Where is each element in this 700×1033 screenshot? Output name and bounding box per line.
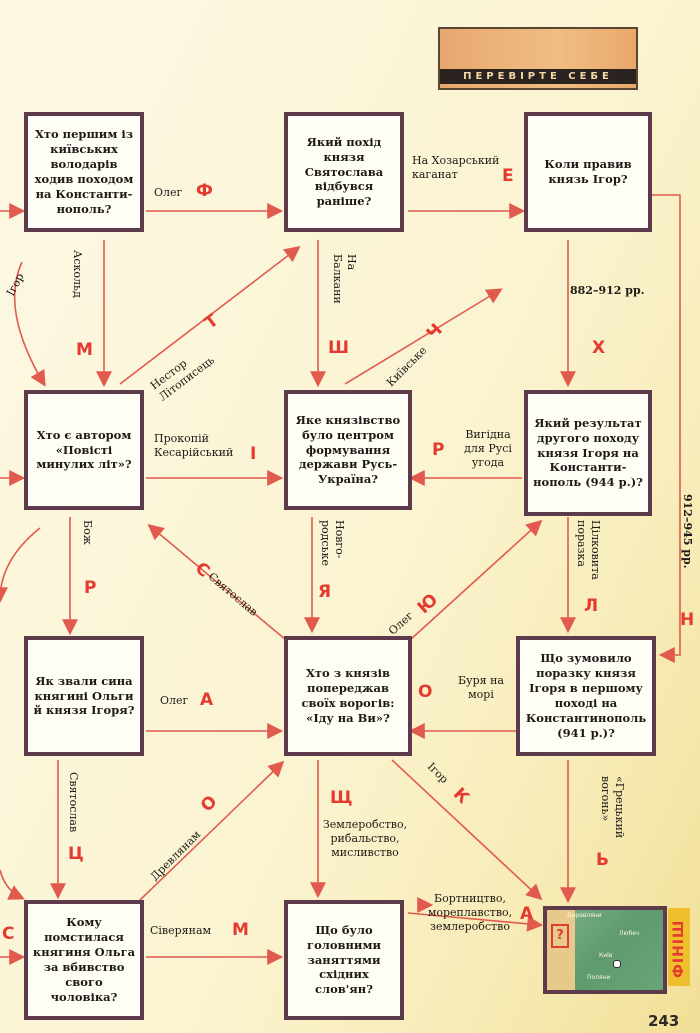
- map-label: Деревляни: [567, 912, 602, 919]
- question-box-6: Який результат другого походу князя Ігор…: [524, 390, 652, 516]
- answer-label: «Грецький вогонь»: [599, 776, 626, 839]
- question-text: Хто першим із київських володарів ходив …: [34, 127, 134, 216]
- map-label: Київ: [599, 952, 613, 959]
- arrow-q4-q2: [119, 246, 301, 385]
- answer-letter: Р: [432, 440, 445, 460]
- map-thumbnail: ? Деревляни Любеч Київ Поляни: [543, 906, 667, 994]
- answer-letter: І: [250, 444, 257, 464]
- answer-label: Бортництво, мореплавство, землеробство: [427, 892, 513, 933]
- answer-label: Новго-родське: [319, 520, 346, 566]
- question-text: Який похід князя Святослава відбувся ран…: [304, 134, 384, 209]
- answer-letter: Р: [84, 578, 97, 598]
- question-text: Що було головними заняттями східних слов…: [307, 922, 381, 997]
- answer-letter: А: [520, 904, 534, 924]
- banner-title: ПЕРЕВІРТЕ СЕБЕ: [440, 69, 636, 84]
- answer-letter: Е: [502, 166, 514, 186]
- answer-letter: Ц: [68, 844, 84, 864]
- question-box-10: Кому помстилася княгиня Ольга за вбивств…: [24, 900, 144, 1020]
- answer-label: Олег: [154, 186, 183, 199]
- arrow-q5-q3: [344, 288, 503, 385]
- question-text: Коли правив князь Ігор?: [544, 157, 632, 186]
- answer-label: Вигідна для Русі угода: [464, 428, 512, 469]
- answer-label: Цілковита поразка: [575, 520, 602, 580]
- answer-label: Святослав: [67, 772, 80, 833]
- question-box-7: Як звали сина княгині Ольги й князя Ігор…: [24, 636, 144, 756]
- map-question-mark: ?: [551, 924, 569, 948]
- map-label: Поляни: [587, 974, 611, 981]
- answer-label: Прокопій Кесарійський: [154, 432, 234, 459]
- arrow-q10-q8: [139, 760, 285, 901]
- question-text: Яке князівство було центром формування д…: [295, 412, 401, 487]
- arrow-q11-map: [407, 912, 544, 932]
- answer-label: Аскольд: [71, 250, 84, 298]
- question-box-11: Що було головними заняттями східних слов…: [284, 900, 404, 1020]
- answer-letter: О: [418, 682, 433, 702]
- answer-letter: Щ: [330, 788, 353, 808]
- map-city-marker: [613, 960, 621, 968]
- answer-letter: М: [76, 340, 93, 360]
- answer-label: Землеробство, рибальство, мисливство: [322, 818, 408, 859]
- answer-letter: Ш: [328, 338, 350, 358]
- question-box-3: Коли правив князь Ігор?: [524, 112, 652, 232]
- arrow-q8-map: [391, 759, 543, 901]
- answer-letter: Н: [680, 610, 695, 630]
- answer-label: Буря на морі: [458, 674, 504, 701]
- answer-letter: С: [2, 924, 15, 944]
- question-text: Який результат другого походу князя Ігор…: [533, 415, 643, 490]
- map-land-area: [547, 910, 575, 990]
- map-label: Любеч: [619, 930, 640, 937]
- arrow-left-curve-3: [0, 869, 25, 900]
- arrow-q8-q4: [147, 523, 287, 641]
- answer-label: Бож: [81, 520, 94, 545]
- question-box-2: Який похід князя Святослава відбувся ран…: [284, 112, 404, 232]
- answer-label: Олег: [160, 694, 189, 707]
- answer-label: Сіверянам: [150, 924, 212, 937]
- answer-letter: Ф: [196, 181, 213, 201]
- answer-letter: Ь: [596, 850, 609, 870]
- question-text: Кому помстилася княгиня Ольга за вбивств…: [32, 915, 136, 1004]
- answer-letter: Х: [592, 338, 606, 358]
- arrow-q3-q9: [652, 194, 681, 663]
- page-number: 243: [648, 1012, 680, 1030]
- arrow-q8-q6: [409, 519, 543, 641]
- question-box-1: Хто першим із київських володарів ходив …: [24, 112, 144, 232]
- check-yourself-banner: ПЕРЕВІРТЕ СЕБЕ: [438, 27, 638, 90]
- question-box-9: Що зумовило поразку князя Ігоря в першом…: [516, 636, 656, 756]
- question-box-4: Хто є автором «Повісті минулих літ»?: [24, 390, 144, 510]
- answer-letter: Я: [318, 582, 332, 602]
- answer-label: На Хозарський каганат: [412, 154, 500, 181]
- question-box-5: Яке князівство було центром формування д…: [284, 390, 412, 510]
- question-text: Як звали сина княгині Ольги й князя Ігор…: [33, 673, 135, 718]
- question-text: Хто з князів попереджав своїх ворогів: «…: [301, 666, 395, 725]
- arrow-left-curve-2: [0, 527, 41, 604]
- answer-letter: М: [232, 920, 249, 940]
- answer-label: 882–912 рр.: [570, 284, 645, 297]
- finish-label: ФІНІШ: [671, 919, 687, 978]
- finish-tab: ФІНІШ: [668, 908, 690, 986]
- answer-label: 912–945 рр.: [681, 494, 694, 569]
- question-text: Хто є автором «Повісті минулих літ»?: [36, 427, 132, 472]
- answer-letter: Л: [584, 596, 599, 616]
- answer-label: На Балкани: [331, 254, 358, 304]
- answer-letter: А: [200, 690, 214, 710]
- arrow-ihor-curve: [13, 261, 46, 387]
- question-text: Що зумовило поразку князя Ігоря в першом…: [525, 651, 647, 740]
- question-box-8: Хто з князів попереджав своїх ворогів: «…: [284, 636, 412, 756]
